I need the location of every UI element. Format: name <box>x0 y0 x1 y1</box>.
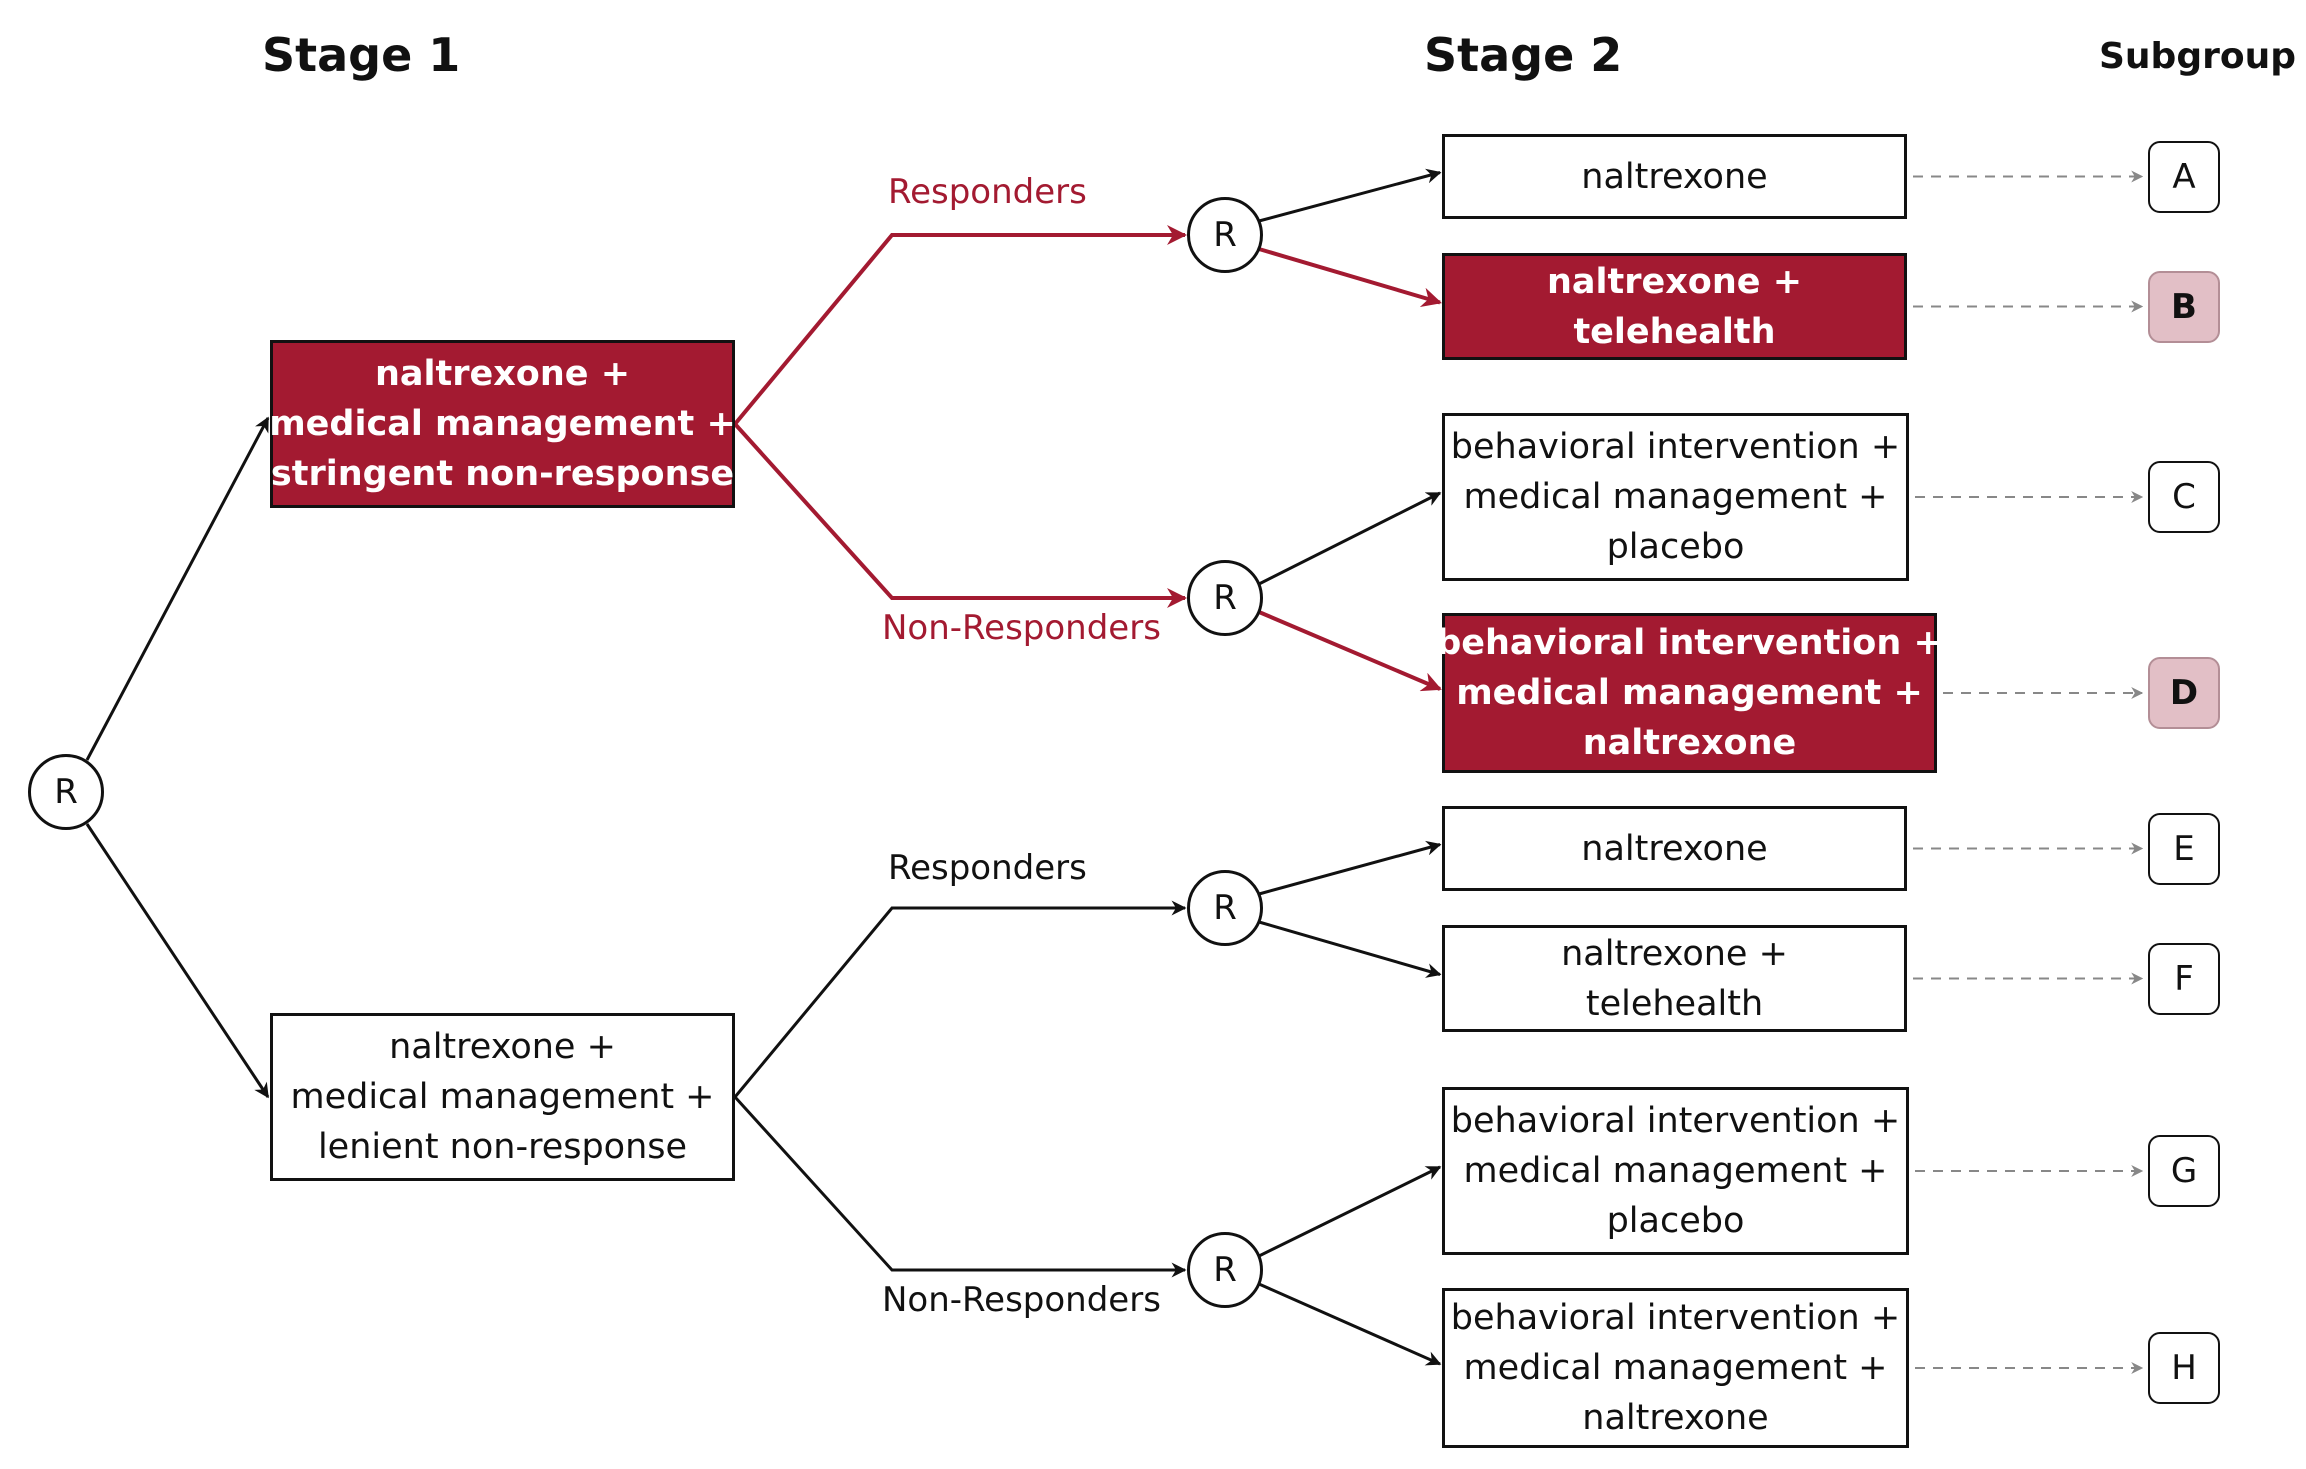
arrow-to-b <box>1258 247 1442 307</box>
undefined <box>85 823 270 1099</box>
box-line: placebo <box>1606 527 1745 567</box>
box-line: naltrexone + <box>389 1027 616 1067</box>
non-responders-label: Non-Responders <box>882 1280 1161 1320</box>
stage1-header: Stage 1 <box>262 28 461 82</box>
subgroup-badge-e: E <box>2148 812 2220 885</box>
stage2-box-f: naltrexone + telehealth <box>1442 925 1907 1032</box>
stage2-box-a-text: naltrexone <box>1581 152 1767 202</box>
arrow-to-f <box>1258 920 1442 978</box>
stage2-box-d-text: behavioral intervention + medical managem… <box>1436 618 1943 768</box>
box-line: medical management + <box>1463 477 1888 517</box>
stage2-box-h-text: behavioral intervention + medical managem… <box>1451 1293 1900 1443</box>
box-line: naltrexone + <box>1561 933 1788 974</box>
stage2-box-b: naltrexone + telehealth <box>1442 253 1907 360</box>
subgroup-badge-h: H <box>2148 1332 2220 1404</box>
box-line: lenient non-response <box>317 1127 688 1167</box>
box-line: naltrexone <box>1582 723 1797 763</box>
stage1-lenient-box-text: naltrexone + medical management + lenient … <box>290 1022 714 1172</box>
randomization-node: R <box>1187 197 1263 273</box>
arrow-to-a <box>1258 168 1442 223</box>
subgroup-badge-b: B <box>2148 270 2220 343</box>
subgroup-badge-a: A <box>2148 140 2220 213</box>
stage2-box-e-text: naltrexone <box>1581 824 1767 874</box>
stage2-box-c: behavioral intervention + medical managem… <box>1442 413 1909 581</box>
stage2-box-g-text: behavioral intervention + medical managem… <box>1451 1096 1900 1246</box>
box-line: behavioral intervention + <box>1450 1298 1901 1338</box>
box-line: naltrexone <box>1582 1398 1769 1438</box>
stage2-box-h: behavioral intervention + medical managem… <box>1442 1288 1909 1448</box>
box-line: medical management + <box>1463 1348 1888 1388</box>
stage2-box-g: behavioral intervention + medical managem… <box>1442 1087 1909 1255</box>
arrow-to-h <box>1258 1282 1442 1366</box>
responders-path <box>733 900 1187 1098</box>
box-line: naltrexone <box>1581 828 1768 869</box>
box-line: telehealth <box>1573 311 1776 352</box>
randomization-node: R <box>1187 870 1263 946</box>
box-line: behavioral intervention + <box>1436 623 1943 663</box>
stage1-stringent-box-text: naltrexone + medical management + stringen… <box>269 349 736 499</box>
arrow-root-to-stringent <box>85 416 270 761</box>
box-line: naltrexone + <box>1546 261 1803 302</box>
responders-path <box>733 225 1187 426</box>
stage1-stringent-box: naltrexone + medical management + stringen… <box>269 340 736 508</box>
box-line: telehealth <box>1585 983 1764 1024</box>
subgroup-badge-c: C <box>2148 461 2220 533</box>
arrow-to-c <box>1258 491 1442 586</box>
arrow-to-g <box>1258 1165 1442 1258</box>
box-line: medical management + <box>1456 673 1923 713</box>
responders-label: Responders <box>888 848 1087 888</box>
subgroup-badge-g: G <box>2148 1135 2220 1207</box>
stage2-box-f-text: naltrexone + telehealth <box>1561 929 1788 1029</box>
non-responders-path <box>733 1095 1187 1278</box>
non-responders-path <box>733 422 1187 608</box>
subgroup-badge-d: D <box>2148 657 2220 729</box>
stage1-lenient-box: naltrexone + medical management + lenient … <box>270 1013 735 1181</box>
box-line: medical management + <box>269 404 736 444</box>
stage2-box-b-text: naltrexone + telehealth <box>1547 257 1802 357</box>
box-line: behavioral intervention + <box>1450 1101 1901 1141</box>
box-line: placebo <box>1606 1201 1745 1241</box>
box-line: stringent non-response <box>270 454 735 494</box>
box-line: behavioral intervention + <box>1450 427 1901 467</box>
stage2-box-c-text: behavioral intervention + medical managem… <box>1451 422 1900 572</box>
stage2-header: Stage 2 <box>1424 28 1623 82</box>
box-line: naltrexone <box>1581 156 1768 197</box>
stage2-box-e: naltrexone <box>1442 806 1907 891</box>
non-responders-label: Non-Responders <box>882 608 1161 648</box>
stage2-box-a: naltrexone <box>1442 134 1907 219</box>
subgroup-header: Subgroup <box>2099 36 2296 77</box>
responders-label: Responders <box>888 172 1087 212</box>
randomization-node: R <box>1187 1232 1263 1308</box>
box-line: medical management + <box>290 1077 715 1117</box>
arrow-to-d <box>1258 610 1442 692</box>
box-line: naltrexone + <box>374 354 631 394</box>
subgroup-badge-f: F <box>2148 942 2220 1015</box>
randomization-node: R <box>1187 560 1263 636</box>
box-line: medical management + <box>1463 1151 1888 1191</box>
randomization-node-root: R <box>28 754 104 830</box>
stage2-box-d: behavioral intervention + medical managem… <box>1436 613 1943 773</box>
arrow-to-e <box>1258 840 1442 896</box>
